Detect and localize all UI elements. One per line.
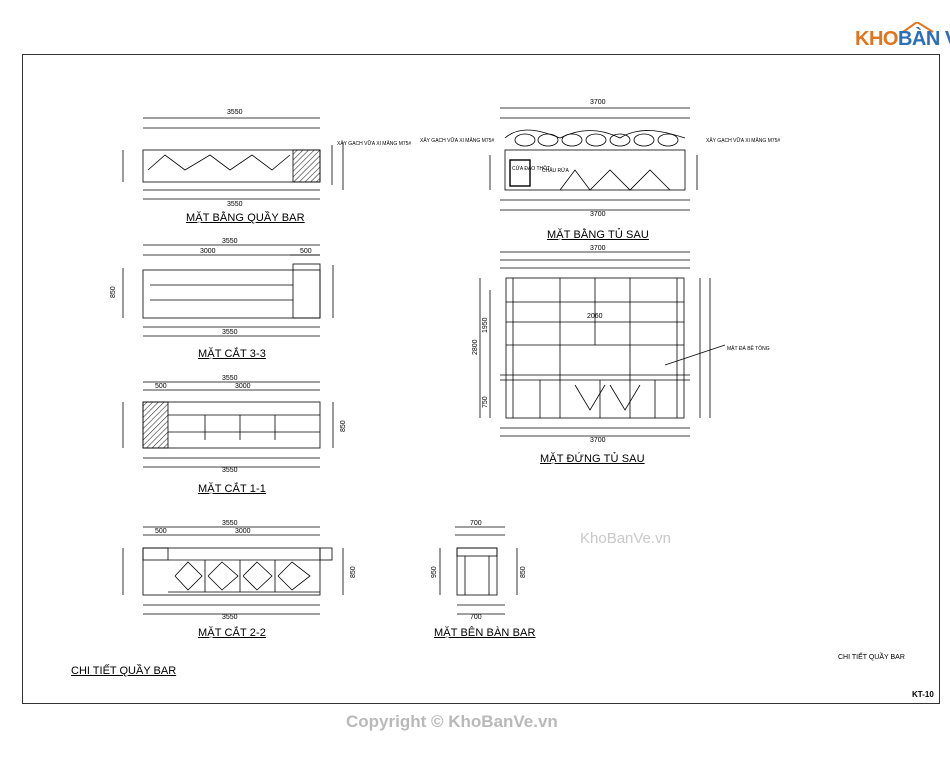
elev-back-shelf-dim: 2060 — [587, 313, 603, 320]
section22-dim-500: 500 — [155, 528, 167, 535]
plan-back-title: MẶT BẰNG TỦ SAU — [547, 229, 649, 241]
section33-dim-3000: 3000 — [200, 248, 216, 255]
side-table-top-dim: 700 — [470, 520, 482, 527]
elev-back-height-upper: 1950 — [482, 317, 489, 333]
elev-back-bottom-total: 3700 — [590, 437, 606, 444]
plan-bar-bottom-total: 3550 — [227, 201, 243, 208]
section11-graphic — [122, 381, 334, 468]
sheet-code: KT-10 — [912, 690, 934, 699]
section33-top-total: 3550 — [222, 238, 238, 245]
section33-bottom-total: 3550 — [222, 329, 238, 336]
section11-top-total: 3550 — [222, 375, 238, 382]
section22-height: 850 — [350, 566, 357, 578]
section22-graphic — [122, 526, 344, 615]
side-table-bottom-dim: 700 — [470, 614, 482, 621]
logo-text-part1: KHO — [855, 28, 898, 50]
section11-dim-3000: 3000 — [235, 383, 251, 390]
side-table-title: MẶT BÊN BÀN BAR — [434, 627, 536, 639]
plan-bar-top-total: 3550 — [227, 109, 243, 116]
elev-back-height-total: 2800 — [472, 339, 479, 355]
section22-top-total: 3550 — [222, 520, 238, 527]
elev-back-height-lower: 750 — [482, 396, 489, 408]
elev-back-note: MẶT ĐÁ BÊ TÔNG — [727, 344, 770, 352]
khobanve-logo: KHOBÀN VẼ — [855, 22, 950, 52]
section11-height: 850 — [340, 420, 347, 432]
section11-bottom-total: 3550 — [222, 467, 238, 474]
plan-bar-title: MẶT BẰNG QUẦY BAR — [186, 212, 305, 224]
plan-back-bottom-total: 3700 — [590, 211, 606, 218]
section33-dim-500: 500 — [300, 248, 312, 255]
section33-height: 850 — [110, 286, 117, 298]
plan-bar-note: XÂY GẠCH VỮA XI MĂNG M75# — [337, 140, 411, 147]
logo-text-part2: BÀN VẼ — [897, 28, 950, 50]
section22-dim-3000: 3000 — [235, 528, 251, 535]
section33-title: MẶT CẮT 3-3 — [198, 348, 266, 360]
drawing-frame — [22, 54, 940, 704]
plan-back-box2: CHẬU RỬA — [542, 167, 569, 174]
side-table-height-2: 850 — [520, 566, 527, 578]
section22-bottom-total: 3550 — [222, 614, 238, 621]
plan-back-top-total: 3700 — [590, 99, 606, 106]
section22-title: MẶT CẮT 2-2 — [198, 627, 266, 639]
plan-back-note-right: XÂY GẠCH VỮA XI MĂNG M75# — [706, 137, 780, 144]
side-table-graphic — [439, 526, 518, 615]
elev-back-graphic — [479, 251, 726, 437]
plan-back-graphic — [489, 107, 698, 211]
watermark-text: KhoBanVe.vn — [580, 530, 671, 547]
sheet-right-label: CHI TIẾT QUẦY BAR — [838, 654, 905, 661]
plan-back-note-left: XÂY GẠCH VỮA XI MĂNG M75# — [420, 137, 494, 144]
section11-dim-500: 500 — [155, 383, 167, 390]
logo-text: KHOBÀN VẼ — [855, 28, 950, 50]
side-table-height-1: 950 — [431, 566, 438, 578]
section33-graphic — [122, 244, 334, 337]
plan-bar-graphic — [122, 117, 344, 200]
logo-roof-icon — [902, 22, 934, 33]
plan-back-box1: CỬA ĐẠO THÔT — [512, 165, 550, 172]
elev-back-title: MẶT ĐỨNG TỦ SAU — [540, 453, 645, 465]
copyright-text: Copyright © KhoBanVe.vn — [346, 712, 558, 731]
section11-title: MẶT CẮT 1-1 — [198, 483, 266, 495]
elev-back-top-total: 3700 — [590, 245, 606, 252]
sheet-title: CHI TIẾT QUẦY BAR — [71, 665, 177, 677]
